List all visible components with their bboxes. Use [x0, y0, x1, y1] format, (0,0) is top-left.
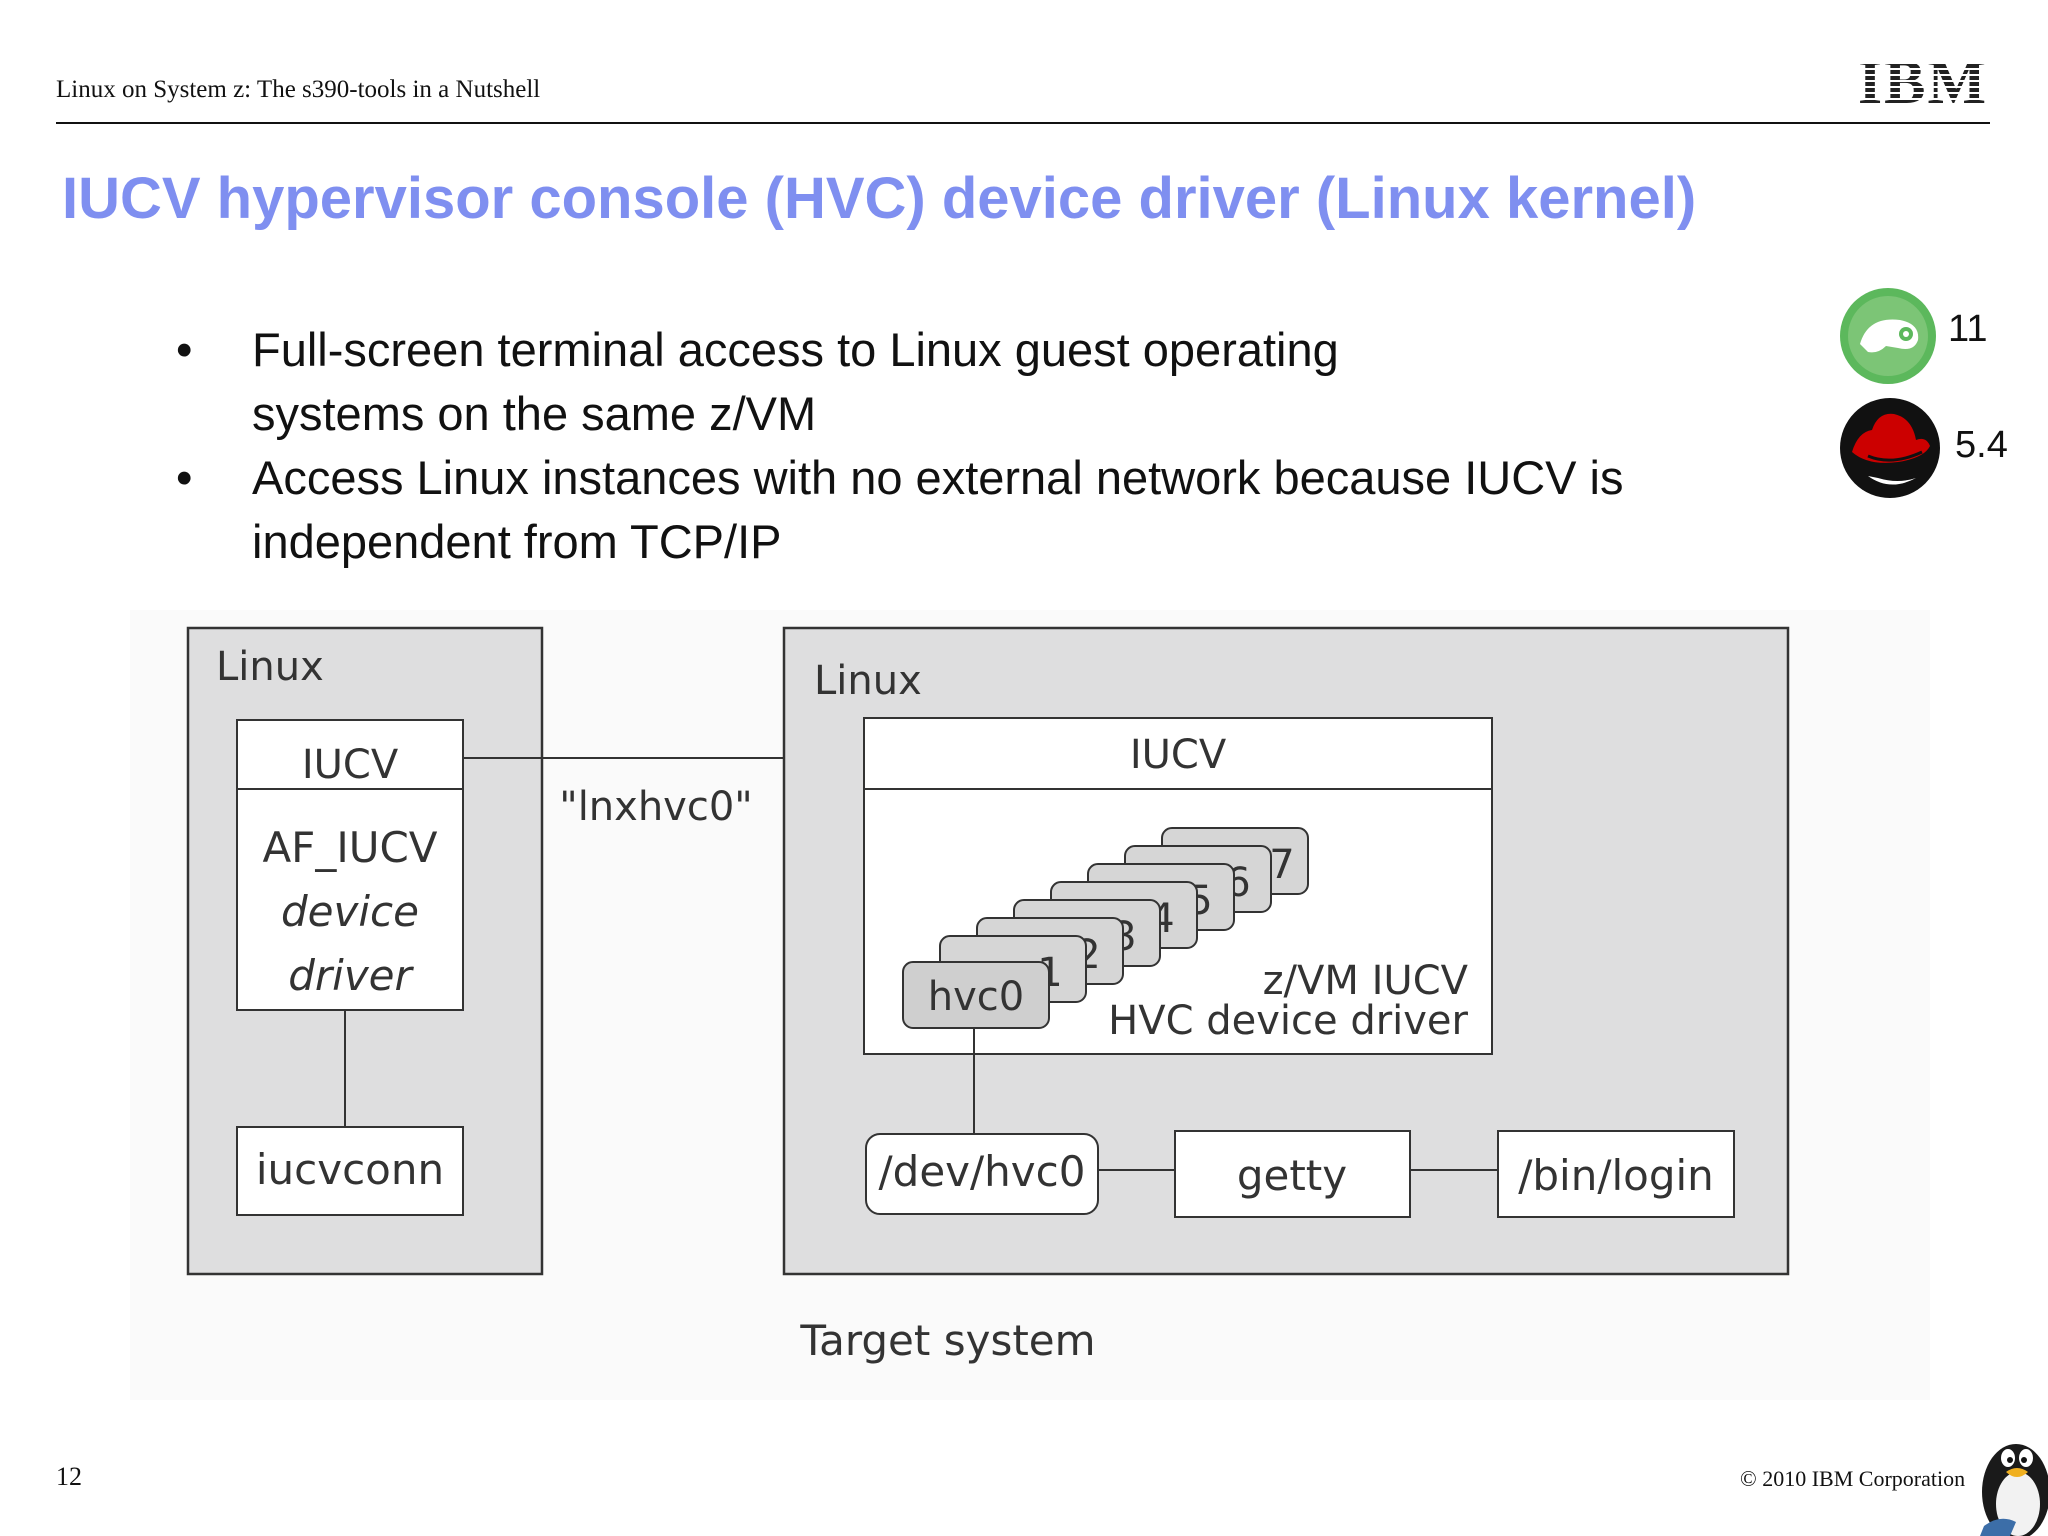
- suse-chameleon-icon: [1840, 288, 1936, 384]
- left-driver-line: driver: [288, 951, 414, 1000]
- bullet-line: Access Linux instances with no external …: [252, 451, 1624, 504]
- left-driver-line: AF_IUCV: [262, 823, 437, 872]
- left-iucv-label: IUCV: [302, 742, 399, 788]
- header-divider: [56, 122, 1990, 124]
- target-iucv-label: IUCV: [1130, 732, 1227, 778]
- bullet-symbol: •: [176, 451, 193, 504]
- bullet-item: • Full-screen terminal access to Linux g…: [176, 318, 1776, 446]
- hvc-device-stack: 7 6 5 4 3 2 1 hvc0: [902, 827, 1309, 1029]
- slide-header-text: Linux on System z: The s390-tools in a N…: [56, 76, 541, 103]
- left-linux-label: Linux: [216, 644, 324, 690]
- hvc0-device-card: [902, 961, 1050, 1029]
- page-number: 12: [56, 1462, 82, 1491]
- left-driver-box: [236, 719, 464, 1011]
- ibm-logo-text: IBM: [1858, 52, 1988, 106]
- hvc-driver-line: z/VM IUCV: [1263, 958, 1469, 1004]
- target-linux-label: Linux: [814, 658, 922, 704]
- iucvconn-box: [236, 1126, 464, 1216]
- bullet-line: independent from TCP/IP: [252, 515, 782, 568]
- redhat-version: 5.4: [1955, 424, 2008, 466]
- suse-version: 11: [1948, 308, 1988, 350]
- getty-box: [1174, 1130, 1411, 1218]
- bin-login-box: [1497, 1130, 1735, 1218]
- copyright-text: © 2010 IBM Corporation: [1740, 1466, 1966, 1491]
- hvc0-label: hvc0: [928, 974, 1024, 1020]
- dev-hvc0-box: [865, 1133, 1099, 1215]
- bullet-line: systems on the same z/VM: [252, 387, 817, 440]
- tux-penguin-icon: [1980, 1444, 2048, 1536]
- red-hat-shadowman-icon: [1840, 398, 1940, 498]
- target-system-caption: Target system: [799, 1316, 1095, 1365]
- slide-title: IUCV hypervisor console (HVC) device dri…: [62, 166, 1697, 231]
- getty-label: getty: [1237, 1151, 1347, 1200]
- dev-hvc0-label: /dev/hvc0: [879, 1147, 1086, 1196]
- bullet-line: Full-screen terminal access to Linux gue…: [252, 323, 1339, 376]
- iucvconn-label: iucvconn: [256, 1145, 444, 1194]
- left-driver-line: device: [281, 887, 419, 936]
- hvc-architecture-diagram: Linux IUCV AF_IUCV device driver iucvcon…: [186, 626, 1790, 1365]
- bin-login-label: /bin/login: [1518, 1151, 1714, 1200]
- connection-label: "lnxhvc0": [559, 784, 752, 830]
- bullet-symbol: •: [176, 323, 193, 376]
- hvc-device-number: 7: [1269, 842, 1294, 888]
- hvc-driver-line: HVC device driver: [1108, 998, 1468, 1044]
- bullet-item: • Access Linux instances with no externa…: [176, 446, 1776, 574]
- ibm-logo: IBM: [1858, 52, 1988, 106]
- bullet-list: • Full-screen terminal access to Linux g…: [176, 318, 1776, 574]
